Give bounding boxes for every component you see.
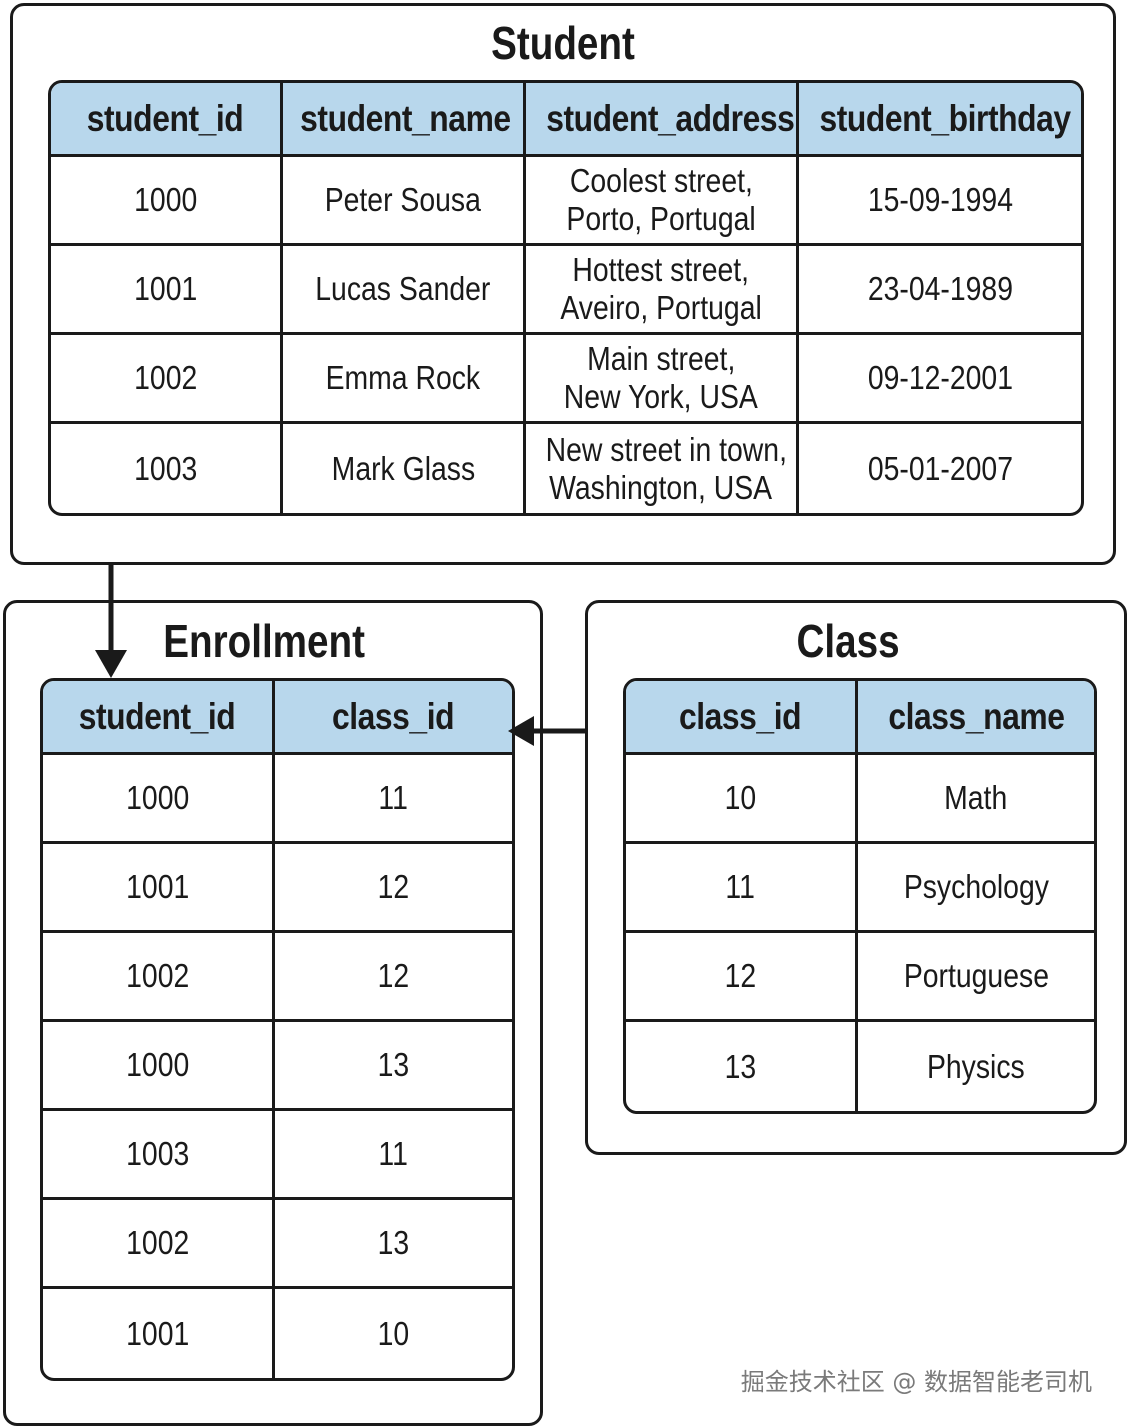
- cell-class-name: Psychology: [858, 844, 1094, 933]
- cell-student-name: Lucas Sander: [283, 246, 526, 335]
- table-row: 1000 11: [43, 755, 512, 844]
- table-row: 1000 13: [43, 1022, 512, 1111]
- table-row: 1001 Lucas Sander Hottest street,Aveiro,…: [51, 246, 1081, 335]
- column-header-class-id: class_id: [626, 681, 858, 755]
- cell-student-birthday: 23-04-1989: [799, 246, 1081, 335]
- cell-class-name: Portuguese: [858, 933, 1094, 1022]
- table-row: 1003 11: [43, 1111, 512, 1200]
- cell-student-birthday: 05-01-2007: [867, 449, 1013, 487]
- cell-student-id: 1000: [43, 1022, 275, 1111]
- class-table: class_id class_name 10 Math 11 Psycholog…: [623, 678, 1097, 1114]
- cell-class-id: 12: [626, 933, 858, 1022]
- student-title: Student: [491, 17, 635, 69]
- table-row: 11 Psychology: [626, 844, 1094, 933]
- cell-class-name: Physics: [927, 1047, 1025, 1085]
- table-row: 1001 12: [43, 844, 512, 933]
- cell-student-address: Hottest street,Aveiro, Portugal: [526, 246, 799, 335]
- table-row: 1002 12: [43, 933, 512, 1022]
- cell-student-birthday: 15-09-1994: [799, 157, 1081, 246]
- cell-student-name: Mark Glass: [283, 424, 526, 513]
- table-row: 1000 Peter Sousa Coolest street,Porto, P…: [51, 157, 1081, 246]
- table-row: 12 Portuguese: [626, 933, 1094, 1022]
- table-row: 1003 Mark Glass New street in town,Washi…: [51, 424, 1081, 513]
- cell-student-id: 1002: [43, 933, 275, 1022]
- column-header-class-name: class_name: [858, 681, 1094, 755]
- cell-student-birthday: 09-12-2001: [799, 335, 1081, 424]
- watermark: 掘金技术社区 @ 数据智能老司机: [740, 1368, 1092, 1396]
- cell-student-id: 1001: [43, 844, 275, 933]
- cell-class-id: 13: [275, 1200, 512, 1289]
- enrollment-title: Enrollment: [163, 615, 366, 667]
- cell-class-id: 13: [275, 1022, 512, 1111]
- cell-class-id: 11: [626, 844, 858, 933]
- table-row: 13 Physics: [626, 1022, 1094, 1111]
- cell-student-name: Emma Rock: [283, 335, 526, 424]
- cell-student-id: 1000: [51, 157, 283, 246]
- cell-student-id: 1003: [51, 424, 283, 513]
- cell-student-id: 1002: [43, 1200, 275, 1289]
- cell-student-id: 1001: [43, 1289, 275, 1378]
- cell-class-id: 12: [275, 933, 512, 1022]
- class-title: Class: [796, 615, 900, 667]
- cell-class-name: Math: [858, 755, 1094, 844]
- cell-student-id: 1003: [43, 1111, 275, 1200]
- column-header-student-id: student_id: [43, 681, 275, 755]
- table-row: 1002 13: [43, 1200, 512, 1289]
- cell-student-name: Peter Sousa: [283, 157, 526, 246]
- class-to-enrollment-arrow: [508, 716, 588, 746]
- cell-student-address: Main street,New York, USA: [526, 335, 799, 424]
- column-header-student-name: student_name: [283, 83, 526, 157]
- cell-student-id: 1000: [43, 755, 275, 844]
- cell-class-id: 12: [275, 844, 512, 933]
- table-row: 10 Math: [626, 755, 1094, 844]
- student-to-enrollment-arrow: [95, 562, 127, 678]
- table-row: 1002 Emma Rock Main street,New York, USA…: [51, 335, 1081, 424]
- cell-class-id: 10: [626, 755, 858, 844]
- table-row: 1001 10: [43, 1289, 512, 1378]
- cell-class-id: 13: [626, 1022, 858, 1111]
- cell-student-address: New street in town,Washington, USA: [526, 424, 799, 513]
- cell-class-id: 11: [275, 755, 512, 844]
- enrollment-table: student_id class_id 1000 11 1001 12 1002…: [40, 678, 515, 1381]
- column-header-class-id: class_id: [275, 681, 512, 755]
- cell-class-id: 11: [275, 1111, 512, 1200]
- cell-student-id: 1002: [51, 335, 283, 424]
- student-table: student_id student_name student_address …: [48, 80, 1084, 516]
- column-header-student-address: student_address: [526, 83, 799, 157]
- column-header-student-birthday: student_birthday: [799, 83, 1081, 157]
- cell-class-id: 10: [377, 1314, 410, 1352]
- column-header-student-id: student_id: [51, 83, 283, 157]
- cell-student-id: 1001: [51, 246, 283, 335]
- cell-student-address: Coolest street,Porto, Portugal: [526, 157, 799, 246]
